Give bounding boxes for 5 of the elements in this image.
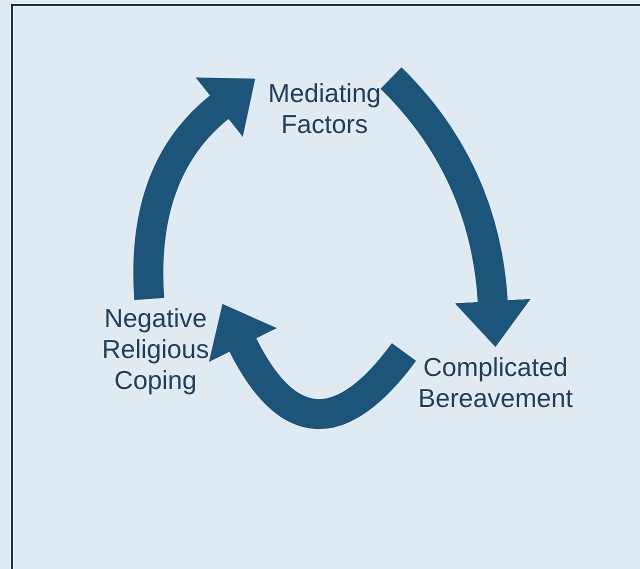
curved-arrow [133,77,254,300]
node-label: Complicated Bereavement [417,352,574,414]
node-label: Mediating Factors [267,78,382,140]
curved-arrow [380,68,531,347]
node-label: Negative Religious Coping [101,303,210,396]
